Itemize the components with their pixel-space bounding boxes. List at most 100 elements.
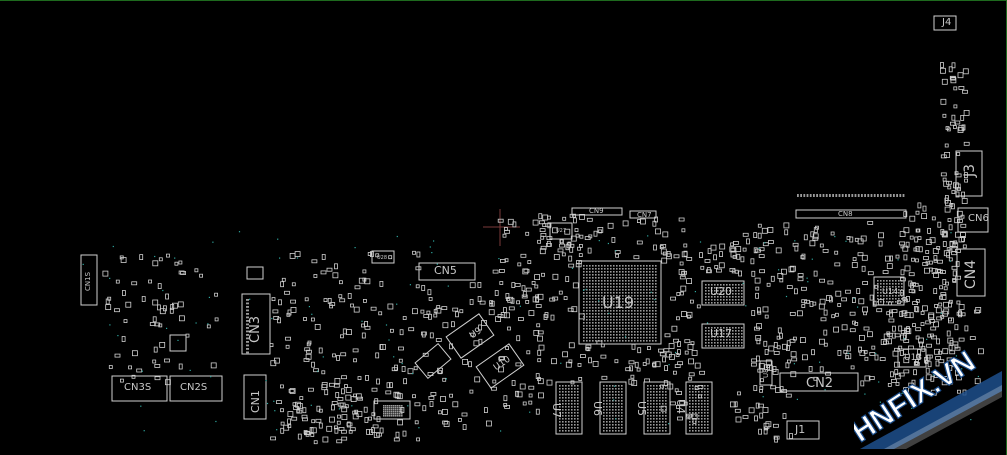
passive[interactable]: [468, 361, 472, 368]
cn3-pin[interactable]: [246, 320, 249, 322]
passive[interactable]: [525, 231, 530, 236]
passive[interactable]: [437, 410, 442, 415]
passive[interactable]: [785, 393, 792, 398]
passive[interactable]: [692, 417, 697, 424]
passive[interactable]: [522, 401, 527, 406]
passive[interactable]: [830, 231, 835, 236]
passive[interactable]: [789, 338, 796, 343]
passive[interactable]: [174, 261, 179, 266]
passive[interactable]: [894, 361, 900, 368]
via[interactable]: [778, 269, 780, 271]
passive[interactable]: [923, 256, 929, 260]
passive[interactable]: [562, 351, 568, 358]
cn3-pin[interactable]: [246, 309, 249, 312]
cn1-outline[interactable]: [243, 374, 267, 420]
passive[interactable]: [415, 284, 420, 289]
cn8-pin[interactable]: [848, 194, 850, 197]
passive[interactable]: [920, 322, 925, 327]
passive[interactable]: [929, 237, 936, 244]
via[interactable]: [265, 380, 267, 382]
via[interactable]: [338, 408, 340, 410]
passive[interactable]: [441, 408, 448, 415]
passive[interactable]: [525, 299, 530, 304]
passive[interactable]: [345, 394, 352, 401]
passive[interactable]: [567, 307, 574, 312]
via[interactable]: [961, 368, 963, 370]
passive[interactable]: [154, 376, 161, 381]
passive[interactable]: [352, 348, 359, 353]
passive[interactable]: [525, 287, 532, 292]
passive[interactable]: [457, 417, 462, 422]
passive[interactable]: [587, 247, 592, 254]
passive[interactable]: [341, 436, 348, 441]
via[interactable]: [418, 427, 420, 429]
passive[interactable]: [510, 297, 515, 304]
passive[interactable]: [954, 344, 959, 349]
passive[interactable]: [694, 362, 701, 369]
passive[interactable]: [908, 345, 914, 350]
passive[interactable]: [539, 228, 546, 233]
passive[interactable]: [379, 427, 384, 434]
passive[interactable]: [917, 202, 922, 209]
passive[interactable]: [810, 231, 815, 238]
passive[interactable]: [772, 366, 777, 373]
passive[interactable]: [794, 288, 798, 295]
passive[interactable]: [571, 306, 578, 313]
passive[interactable]: [867, 220, 874, 225]
passive[interactable]: [958, 236, 965, 243]
passive[interactable]: [801, 299, 808, 304]
passive[interactable]: [950, 121, 956, 126]
passive[interactable]: [939, 295, 943, 300]
passive[interactable]: [396, 393, 403, 400]
passive[interactable]: [310, 317, 315, 322]
passive[interactable]: [412, 394, 416, 399]
passive[interactable]: [537, 293, 544, 300]
passive[interactable]: [874, 354, 879, 361]
via[interactable]: [109, 277, 111, 279]
passive[interactable]: [790, 371, 797, 378]
passive[interactable]: [400, 407, 405, 413]
passive[interactable]: [734, 408, 741, 413]
passive[interactable]: [199, 273, 204, 278]
passive[interactable]: [579, 243, 583, 248]
passive[interactable]: [497, 218, 504, 223]
passive[interactable]: [435, 338, 442, 342]
via[interactable]: [694, 291, 696, 293]
passive[interactable]: [908, 272, 915, 277]
passive[interactable]: [295, 401, 301, 408]
passive[interactable]: [900, 330, 907, 335]
u10-outline[interactable]: [475, 343, 525, 389]
passive[interactable]: [660, 384, 664, 389]
passive[interactable]: [291, 282, 296, 287]
passive[interactable]: [801, 304, 806, 308]
passive[interactable]: [584, 236, 591, 241]
passive[interactable]: [214, 317, 219, 322]
passive[interactable]: [526, 350, 531, 355]
cn8-pin[interactable]: [813, 194, 815, 197]
passive[interactable]: [679, 400, 686, 405]
passive[interactable]: [868, 376, 875, 380]
cn3-pin[interactable]: [246, 351, 249, 354]
passive[interactable]: [346, 329, 352, 336]
via[interactable]: [238, 231, 241, 233]
passive[interactable]: [652, 362, 656, 367]
passive[interactable]: [272, 309, 279, 314]
passive[interactable]: [676, 316, 680, 321]
passive[interactable]: [922, 262, 929, 266]
passive[interactable]: [350, 396, 357, 403]
passive[interactable]: [903, 387, 909, 394]
passive[interactable]: [508, 306, 515, 311]
cn8-pin[interactable]: [870, 194, 873, 197]
passive[interactable]: [767, 226, 774, 233]
passive[interactable]: [937, 221, 942, 228]
passive[interactable]: [660, 248, 667, 255]
via[interactable]: [585, 288, 587, 290]
cn3-pin[interactable]: [246, 348, 249, 350]
passive[interactable]: [831, 314, 836, 319]
u-label-box[interactable]: [246, 266, 264, 280]
passive[interactable]: [339, 298, 346, 303]
via[interactable]: [500, 430, 502, 432]
passive[interactable]: [751, 310, 756, 317]
passive[interactable]: [934, 348, 940, 355]
via[interactable]: [310, 404, 312, 406]
